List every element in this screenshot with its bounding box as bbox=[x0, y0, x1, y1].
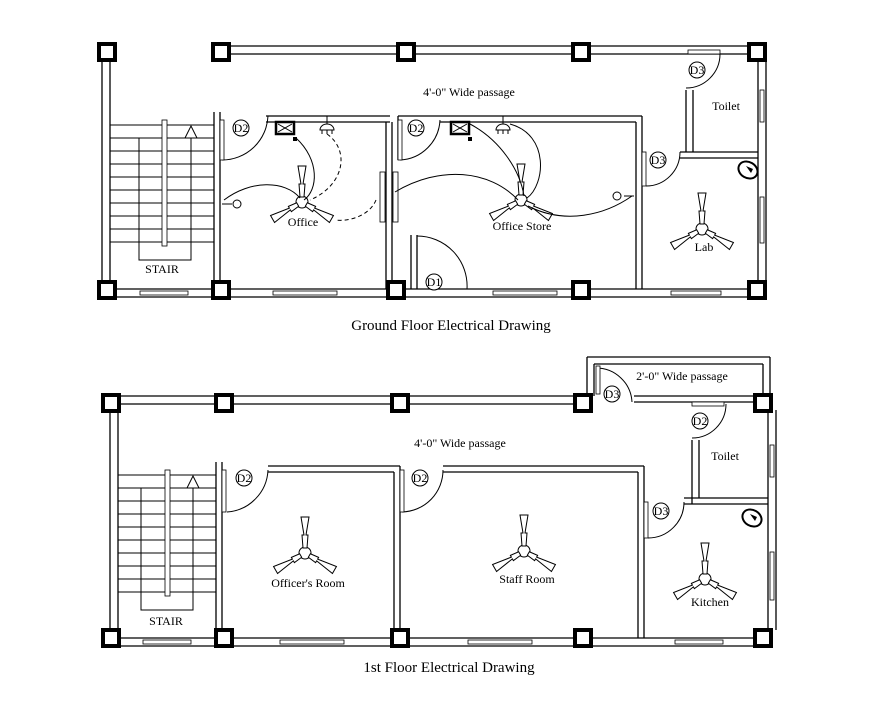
room-label-staff-room: Staff Room bbox=[499, 572, 555, 586]
passage-label: 4'-0" Wide passage bbox=[423, 85, 515, 99]
door-tag: D3 bbox=[649, 151, 667, 169]
room-label-office: Office bbox=[288, 215, 318, 229]
drawing-title-ground-floor: Ground Floor Electrical Drawing bbox=[351, 318, 551, 334]
room-label-stair: STAIR bbox=[145, 262, 179, 276]
drawing-title-first-floor: 1st Floor Electrical Drawing bbox=[363, 660, 535, 676]
door-tag: D2 bbox=[232, 119, 250, 137]
wall-light-icon bbox=[495, 116, 511, 134]
room-label-toilet: Toilet bbox=[712, 99, 740, 113]
ceiling-fan-icon bbox=[273, 516, 337, 574]
door-tag: D2 bbox=[691, 412, 709, 430]
wash-basin-icon bbox=[734, 157, 762, 183]
switch-board-icon bbox=[449, 120, 472, 141]
room-label-stair: STAIR bbox=[149, 614, 183, 628]
svg-text:D3: D3 bbox=[654, 504, 669, 518]
svg-text:D2: D2 bbox=[237, 471, 252, 485]
first-floor-plan: D2 D2 D3 D2 D3 STAIR Officer's Room Staf… bbox=[101, 356, 777, 676]
wall-light-icon bbox=[319, 116, 335, 134]
stair bbox=[118, 469, 216, 611]
door-tag: D1 bbox=[425, 273, 443, 291]
passage-label: 4'-0" Wide passage bbox=[414, 436, 506, 450]
ground-floor-plan: D2 D2 D1 D3 D3 STAIR Office Office Store… bbox=[97, 42, 767, 334]
door-tag: D3 bbox=[688, 61, 706, 79]
ceiling-fan-icon bbox=[673, 542, 737, 600]
outer-walls bbox=[101, 45, 767, 298]
svg-text:D2: D2 bbox=[693, 414, 708, 428]
bell-push-icon bbox=[222, 199, 242, 209]
bell-push-icon bbox=[612, 191, 634, 201]
passage-label-2ft: 2'-0" Wide passage bbox=[636, 369, 728, 383]
room-label-office-store: Office Store bbox=[493, 219, 552, 233]
door-tag: D2 bbox=[411, 469, 429, 487]
ceiling-fan-icon bbox=[492, 514, 556, 572]
switch-board-icon bbox=[274, 120, 297, 141]
svg-text:D1: D1 bbox=[427, 275, 442, 289]
door-tag: D2 bbox=[235, 469, 253, 487]
room-label-toilet: Toilet bbox=[711, 449, 739, 463]
svg-text:D3: D3 bbox=[651, 153, 666, 167]
columns bbox=[101, 393, 773, 648]
svg-text:D3: D3 bbox=[605, 387, 620, 401]
room-label-officers-room: Officer's Room bbox=[271, 576, 345, 590]
stair bbox=[110, 119, 214, 261]
door-tag: D3 bbox=[652, 502, 670, 520]
ceiling-fan-icon bbox=[270, 165, 334, 223]
svg-text:D2: D2 bbox=[234, 121, 249, 135]
columns bbox=[97, 42, 767, 300]
door-tag: D2 bbox=[407, 119, 425, 137]
wash-basin-icon bbox=[738, 505, 766, 531]
svg-text:D2: D2 bbox=[413, 471, 428, 485]
room-label-kitchen: Kitchen bbox=[691, 595, 729, 609]
svg-text:D2: D2 bbox=[409, 121, 424, 135]
door-tag: D3 bbox=[603, 385, 621, 403]
room-label-lab: Lab bbox=[695, 240, 714, 254]
svg-text:D3: D3 bbox=[690, 63, 705, 77]
